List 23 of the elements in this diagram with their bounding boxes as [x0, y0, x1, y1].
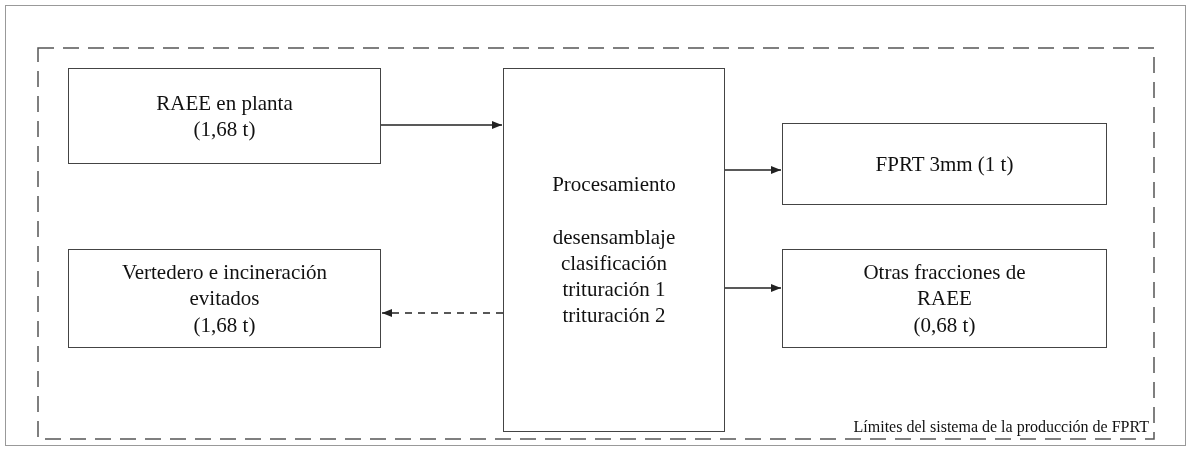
- box-text: Vertedero e incineración evitados: [120, 259, 329, 312]
- arrow: [380, 120, 503, 130]
- arrow: [724, 283, 782, 293]
- arrow: [724, 165, 782, 175]
- process-box: [503, 68, 725, 432]
- boundary-label: Límites del sistema de la producción de FPRT: [853, 418, 1149, 436]
- box-text: trituración 2: [562, 302, 666, 329]
- box-text: trituración 1: [562, 276, 666, 303]
- box-text: Procesamiento: [552, 171, 676, 198]
- process-box: [68, 68, 381, 164]
- box-text: clasificación: [560, 249, 668, 277]
- box-text: (0,68 t): [913, 311, 976, 338]
- arrow: [381, 308, 504, 318]
- process-box: [782, 123, 1107, 205]
- system-boundary: [37, 47, 1155, 440]
- process-box: [68, 249, 381, 348]
- box-text: (1,68 t): [193, 116, 256, 143]
- process-box: [782, 249, 1107, 348]
- box-text: RAEE en planta: [156, 89, 293, 116]
- box-text: desensamblaje: [552, 223, 676, 250]
- box-text: Otras fracciones de RAEE: [862, 259, 1027, 312]
- box-text: (1,68 t): [193, 311, 256, 338]
- box-text: FPRT 3mm (1 t): [875, 150, 1014, 178]
